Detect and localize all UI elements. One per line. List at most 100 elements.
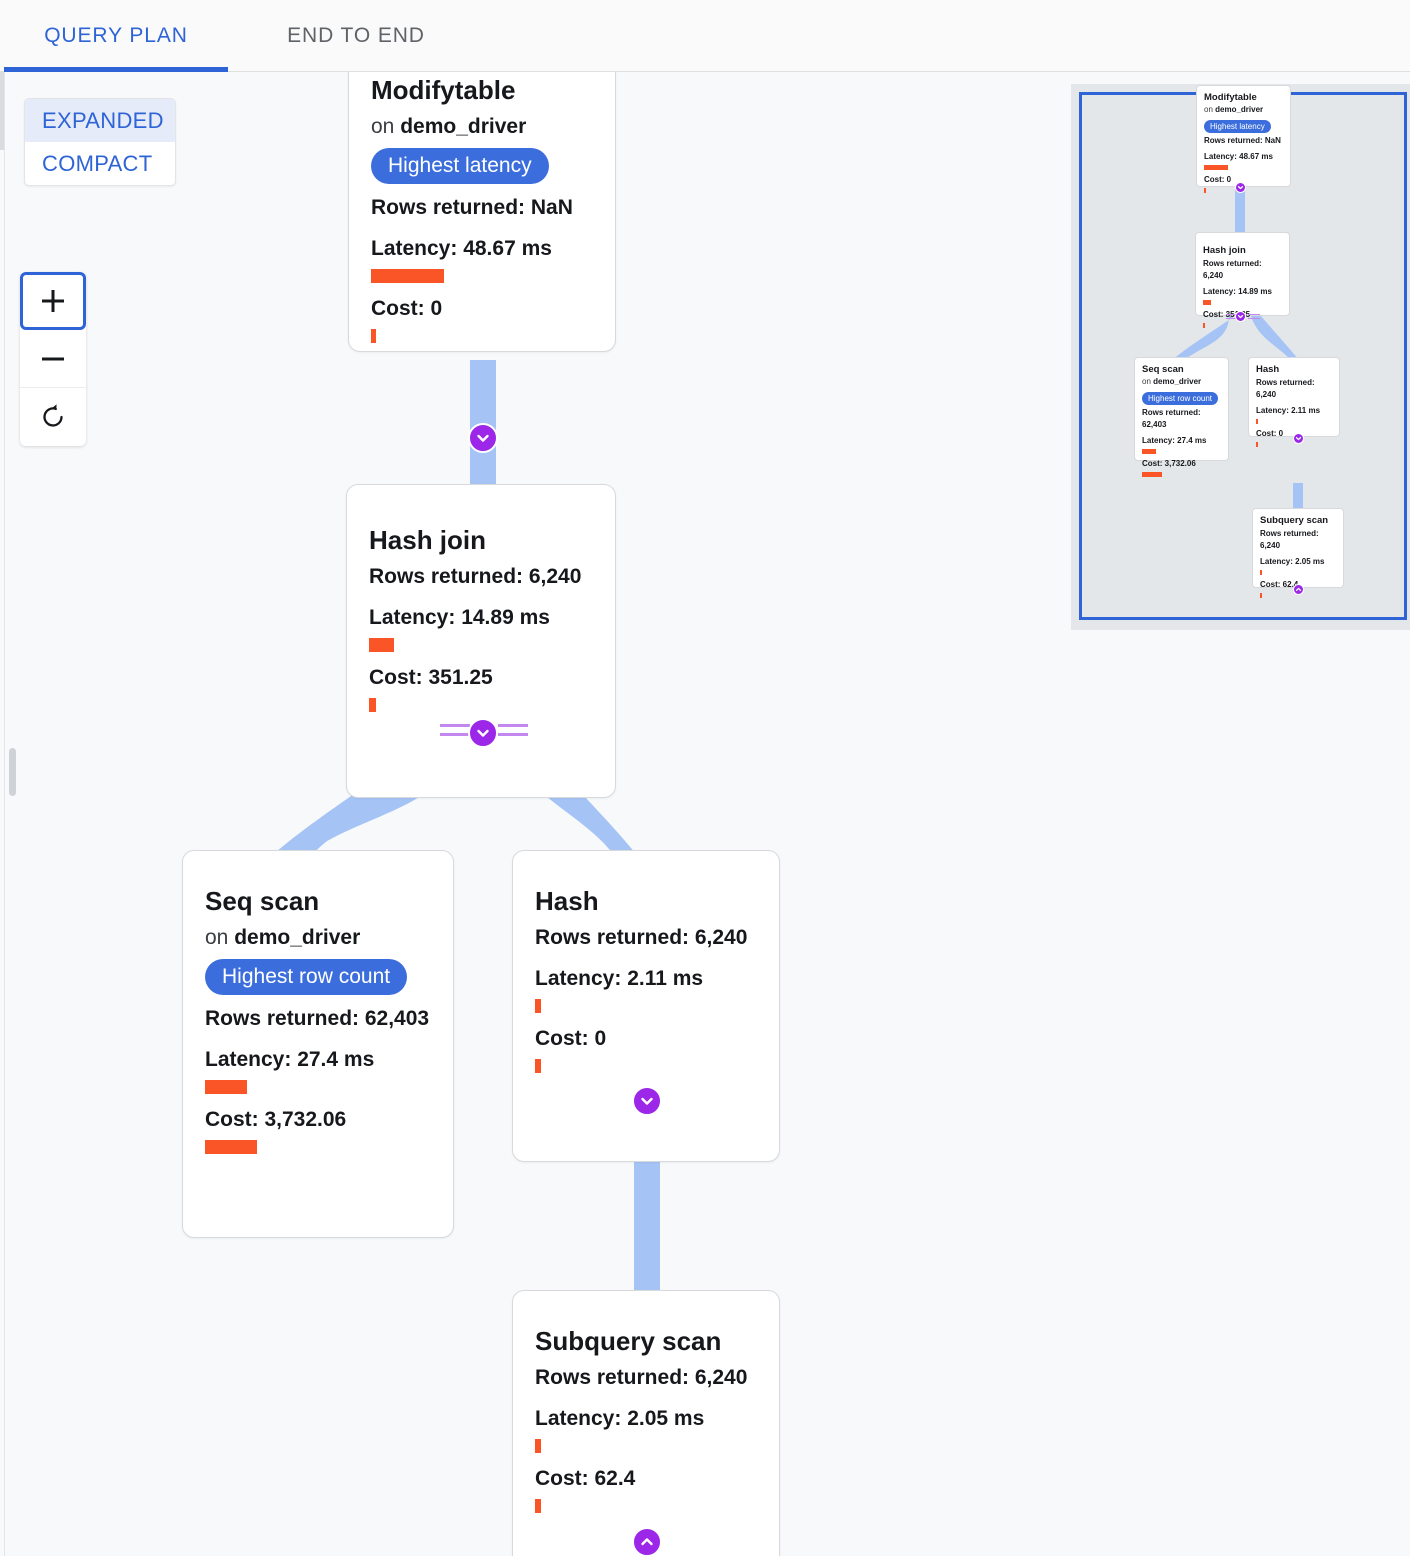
node-rows-returned: Rows returned: 6,240 — [535, 1366, 748, 1389]
node-rows-returned: Rows returned: 6,240 — [1256, 378, 1315, 399]
latency-bar — [1204, 165, 1228, 170]
node-title: Hash join — [1203, 245, 1246, 256]
node-title: Hash — [535, 886, 599, 916]
plan-node-hash-join[interactable]: Hash join Rows returned: 6,240 Latency: … — [346, 484, 616, 798]
node-latency: Latency: 2.05 ms — [1260, 557, 1325, 566]
node-cost: Cost: 351.25 — [369, 666, 493, 689]
cost-bar — [1256, 442, 1258, 447]
tab-end-to-end[interactable]: END TO END — [287, 23, 425, 47]
plus-icon — [42, 290, 64, 312]
branch-rule-left-upper — [440, 724, 470, 727]
cost-bar — [1204, 188, 1206, 193]
layout-mode-toggle[interactable]: EXPANDED COMPACT — [24, 98, 176, 186]
minimap-node-subquery-scan[interactable]: Subquery scan Rows returned: 6,240 Laten… — [1252, 508, 1344, 598]
relation-name: demo_driver — [1153, 377, 1202, 386]
node-relation: on demo_driver — [1204, 104, 1283, 116]
plan-node-seq-scan[interactable]: Seq scan on demo_driver Highest row coun… — [182, 850, 454, 1238]
cost-bar — [371, 329, 376, 343]
node-rows-returned: Rows returned: NaN — [1204, 136, 1281, 145]
mm-branch-rule-left-upper — [1226, 314, 1238, 315]
relation-name: demo_driver — [400, 115, 527, 138]
relation-prefix: on — [1204, 105, 1216, 114]
zoom-reset-button[interactable] — [20, 388, 86, 446]
node-rows-returned: Rows returned: 6,240 — [1260, 529, 1319, 550]
node-latency: Latency: 2.11 ms — [535, 967, 704, 990]
plan-node-modifytable[interactable]: Modifytable on demo_driver Highest laten… — [348, 72, 616, 352]
node-cost: Cost: 3,732.06 — [1142, 459, 1196, 468]
node-rows-returned: Rows returned: 6,240 — [535, 926, 748, 949]
relation-prefix: on — [205, 926, 235, 949]
expand-toggle-subquery-scan[interactable] — [632, 1527, 662, 1556]
mode-option-compact[interactable]: COMPACT — [42, 150, 153, 176]
node-latency: Latency: 14.89 ms — [369, 606, 550, 629]
pane-resize-handle[interactable] — [9, 748, 16, 796]
minimap-expand-toggle-subquery-scan[interactable] — [1293, 584, 1304, 595]
latency-bar — [371, 269, 444, 283]
latency-bar — [1142, 449, 1156, 454]
node-title: Seq scan — [1142, 364, 1184, 375]
query-plan-canvas[interactable]: Modifytable on demo_driver Highest laten… — [0, 72, 1410, 1556]
plan-node-hash[interactable]: Hash Rows returned: 6,240 Latency: 2.11 … — [512, 850, 780, 1162]
latency-bar — [205, 1080, 247, 1094]
node-title: Modifytable — [1204, 92, 1257, 103]
node-latency: Latency: 14.89 ms — [1203, 287, 1272, 296]
node-badge-highest-row-count: Highest row count — [1142, 392, 1219, 405]
collapse-toggle-modifytable[interactable] — [468, 423, 498, 453]
pane-divider-top — [0, 72, 4, 150]
relation-prefix: on — [371, 115, 401, 138]
zoom-controls[interactable] — [20, 272, 86, 446]
minimap-collapse-toggle-modifytable[interactable] — [1235, 182, 1246, 193]
cost-bar — [1260, 593, 1262, 598]
node-title: Subquery scan — [535, 1326, 722, 1356]
node-badge-highest-latency: Highest latency — [371, 148, 549, 184]
minimap-collapse-toggle-hash[interactable] — [1293, 433, 1304, 444]
node-cost: Cost: 62.4 — [535, 1467, 636, 1490]
node-cost: Cost: 0 — [371, 297, 443, 320]
latency-bar — [535, 1439, 541, 1453]
node-latency: Latency: 2.05 ms — [535, 1407, 705, 1430]
node-title: Hash join — [369, 525, 487, 555]
cost-bar — [535, 1499, 541, 1513]
relation-prefix: on — [1142, 377, 1154, 386]
mm-edge-1 — [1235, 187, 1245, 236]
minimap-node-modifytable[interactable]: Modifytable on demo_driver Highest laten… — [1196, 85, 1291, 193]
latency-bar — [535, 999, 541, 1013]
relation-name: demo_driver — [234, 926, 361, 949]
minimap-node-seq-scan[interactable]: Seq scan on demo_driver Highest row coun… — [1134, 357, 1229, 477]
latency-bar — [1203, 300, 1211, 305]
node-rows-returned: Rows returned: 62,403 — [205, 1007, 430, 1030]
node-rows-returned: Rows returned: 6,240 — [1203, 259, 1262, 280]
node-latency: Latency: 27.4 ms — [1142, 436, 1207, 445]
node-rows-returned: Rows returned: NaN — [371, 196, 573, 219]
node-title: Modifytable — [371, 75, 516, 105]
node-rows-returned: Rows returned: 6,240 — [369, 565, 582, 588]
mode-option-expanded[interactable]: EXPANDED — [25, 99, 175, 142]
collapse-toggle-hash-join[interactable] — [468, 718, 498, 748]
tab-bar: QUERY PLAN END TO END — [0, 0, 1410, 72]
minimap-node-hash-join[interactable]: Hash join Rows returned: 6,240 Latency: … — [1195, 232, 1290, 328]
node-cost: Cost: 0 — [1256, 429, 1284, 438]
node-rows-returned: Rows returned: 62,403 — [1142, 408, 1201, 429]
zoom-out-button[interactable] — [20, 330, 86, 388]
cost-bar — [1203, 323, 1205, 328]
collapse-toggle-hash[interactable] — [632, 1086, 662, 1116]
minus-icon — [42, 357, 64, 360]
branch-rule-right-lower — [498, 733, 528, 736]
latency-bar — [369, 638, 394, 652]
mm-branch-rule-right-upper — [1248, 314, 1260, 315]
mm-branch-rule-left-lower — [1226, 318, 1238, 319]
branch-rule-left-lower — [440, 733, 470, 736]
plan-node-subquery-scan[interactable]: Subquery scan Rows returned: 6,240 Laten… — [512, 1290, 780, 1556]
cost-bar — [535, 1059, 541, 1073]
zoom-in-button[interactable] — [20, 272, 86, 330]
node-relation: on demo_driver — [1142, 376, 1221, 388]
cost-bar — [369, 698, 376, 712]
plan-minimap[interactable]: Modifytable on demo_driver Highest laten… — [1071, 84, 1410, 630]
minimap-collapse-toggle-hash-join[interactable] — [1235, 311, 1246, 322]
tab-query-plan[interactable]: QUERY PLAN — [44, 23, 188, 47]
minimap-node-hash[interactable]: Hash Rows returned: 6,240 Latency: 2.11 … — [1248, 357, 1340, 447]
node-relation: on demo_driver — [371, 112, 593, 142]
active-tab-indicator — [4, 67, 228, 72]
latency-bar — [1256, 419, 1258, 424]
node-cost: Cost: 3,732.06 — [205, 1108, 347, 1131]
